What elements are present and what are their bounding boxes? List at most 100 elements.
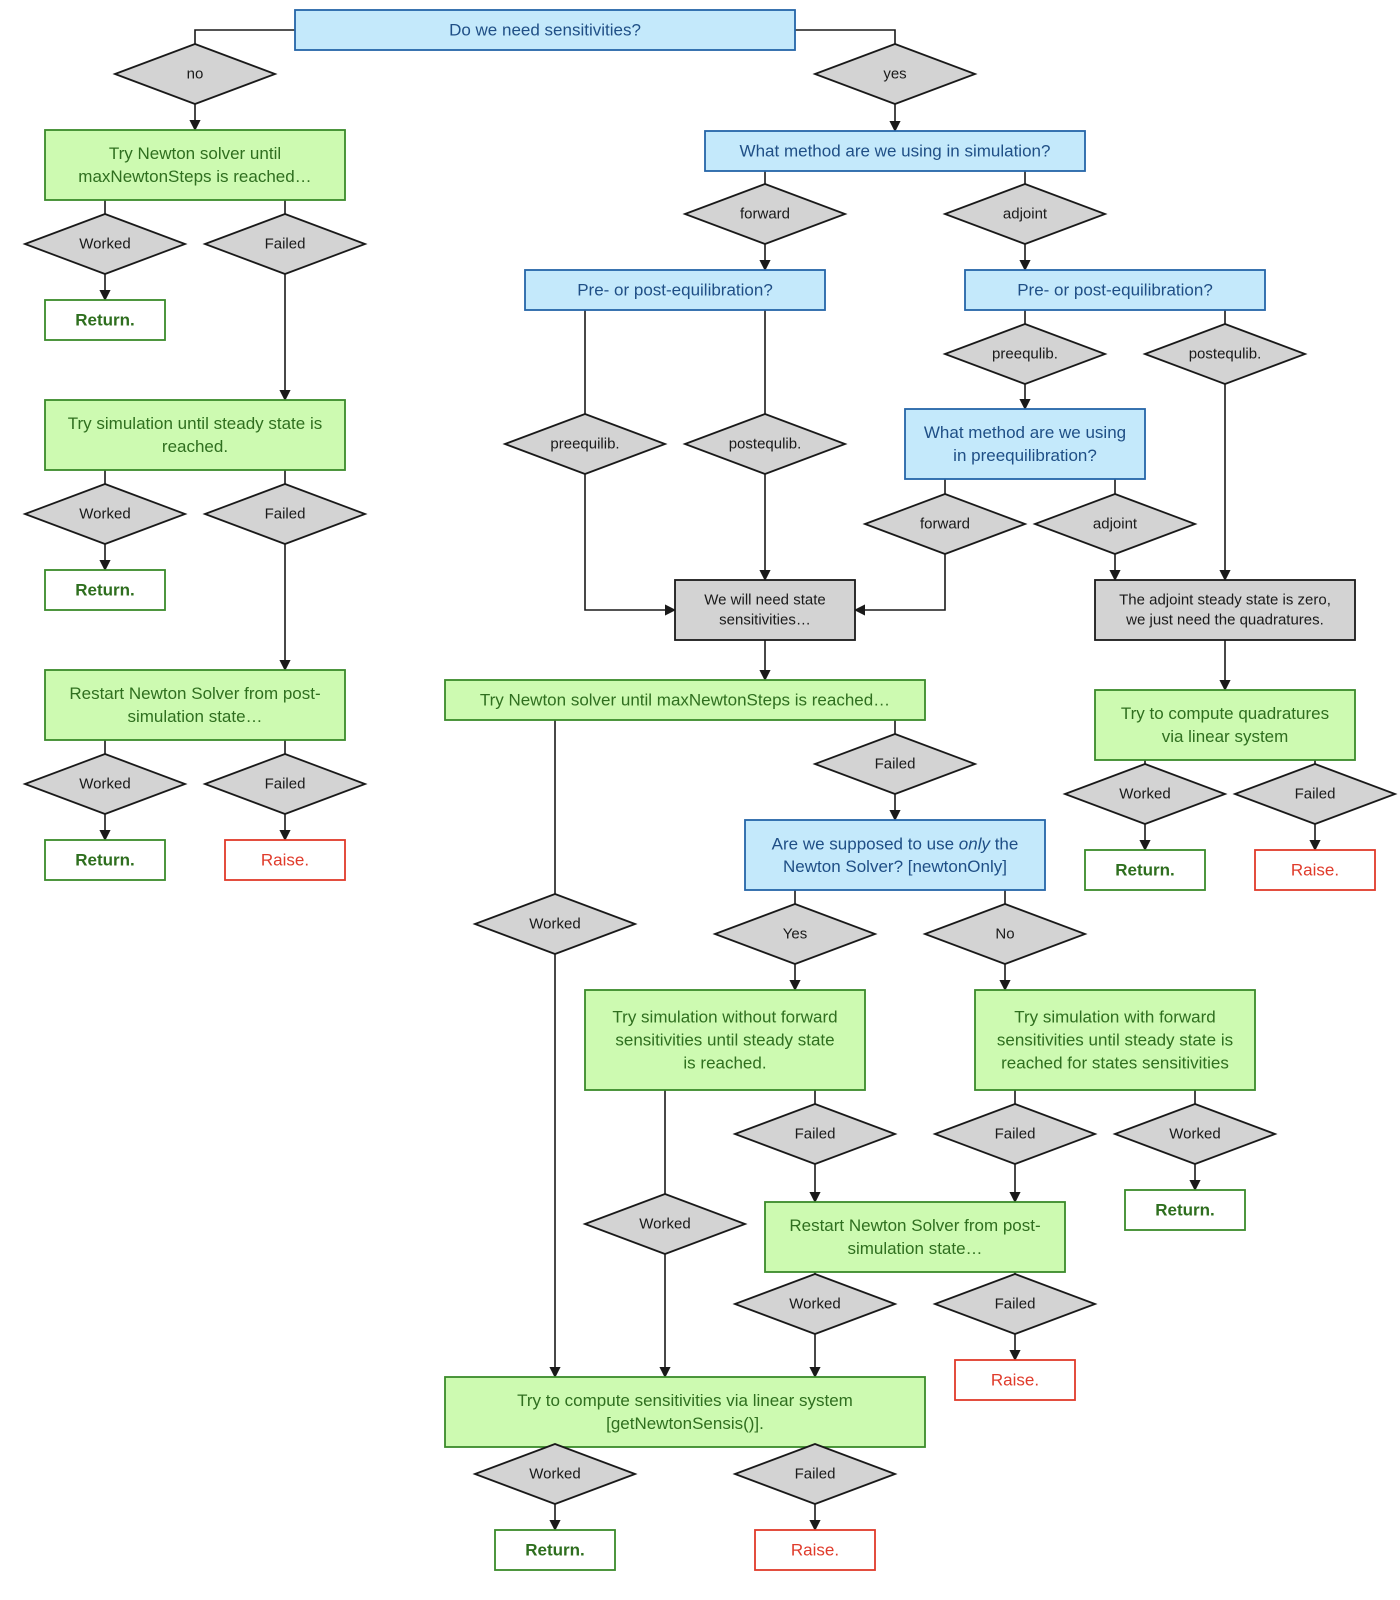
action-box bbox=[44, 669, 346, 741]
decision-diamond bbox=[112, 43, 278, 105]
node-label: adjoint bbox=[1093, 516, 1138, 533]
question-box bbox=[524, 269, 826, 311]
decision-diamond bbox=[812, 43, 978, 105]
edge-pmfwd-to-state bbox=[853, 554, 946, 616]
node-label: Pre- or post-equilibration? bbox=[1017, 281, 1213, 300]
node-c-sim-fwd: Try simulation with forward sensitivities… bbox=[974, 989, 1256, 1091]
node-q-pre-method: What method are we using in preequilibrat… bbox=[904, 408, 1146, 480]
node-d-no2: No bbox=[922, 903, 1088, 965]
node-c-ret-fwd: Return. bbox=[1124, 1189, 1246, 1231]
node-label: What method are we using bbox=[924, 423, 1126, 442]
node-label: via linear system bbox=[1162, 727, 1289, 746]
question-box bbox=[294, 9, 796, 51]
raise-box bbox=[1254, 849, 1376, 891]
node-l-d1f: Failed bbox=[202, 213, 368, 275]
node-label: Try simulation with forward bbox=[1014, 1008, 1216, 1027]
node-label: adjoint bbox=[1003, 206, 1048, 223]
decision-diamond bbox=[472, 893, 638, 955]
node-label: Try simulation without forward bbox=[612, 1008, 837, 1027]
node-label: Do we need sensitivities? bbox=[449, 21, 641, 40]
node-d-pm-fwd: forward bbox=[862, 493, 1028, 555]
node-c-newton: Try Newton solver until maxNewtonSteps i… bbox=[444, 679, 926, 721]
node-c-d-rs-worked: Worked bbox=[732, 1273, 898, 1335]
node-label: in preequilibration? bbox=[953, 446, 1097, 465]
node-label: Raise. bbox=[1291, 861, 1339, 880]
node-label: sensitivities… bbox=[719, 612, 811, 629]
node-q-sens: Do we need sensitivities? bbox=[294, 9, 796, 51]
node-r-raise: Raise. bbox=[1254, 849, 1376, 891]
node-d-a-post: postequlib. bbox=[1142, 323, 1308, 385]
node-c-d-worked: Worked bbox=[472, 893, 638, 955]
node-label: Worked bbox=[639, 1216, 690, 1233]
node-label: Restart Newton Solver from post- bbox=[789, 1216, 1040, 1235]
note-box bbox=[1094, 579, 1356, 641]
node-c-d-ls-failed: Failed bbox=[732, 1443, 898, 1505]
decision-diamond bbox=[1112, 1103, 1278, 1165]
node-label: Try simulation until steady state is bbox=[68, 414, 322, 433]
node-label: Worked bbox=[1169, 1126, 1220, 1143]
decision-diamond bbox=[922, 903, 1088, 965]
node-label: Failed bbox=[795, 1126, 836, 1143]
node-q-prepost-f: Pre- or post-equilibration? bbox=[524, 269, 826, 311]
node-d-yes: yes bbox=[812, 43, 978, 105]
node-label: yes bbox=[883, 66, 906, 83]
node-label: Worked bbox=[79, 776, 130, 793]
decision-diamond bbox=[22, 483, 188, 545]
node-label: Restart Newton Solver from post- bbox=[69, 684, 320, 703]
node-c-d-failed: Failed bbox=[812, 733, 978, 795]
node-label: The adjoint steady state is zero, bbox=[1119, 591, 1331, 608]
decision-diamond bbox=[732, 1443, 898, 1505]
node-d-yes2: Yes bbox=[712, 903, 878, 965]
node-d-no: no bbox=[112, 43, 278, 105]
node-label: is reached. bbox=[683, 1053, 766, 1072]
node-c-raise-rs: Raise. bbox=[954, 1359, 1076, 1401]
node-label: Return. bbox=[75, 581, 135, 600]
node-label: Raise. bbox=[991, 1371, 1039, 1390]
node-label: Pre- or post-equilibration? bbox=[577, 281, 773, 300]
node-label: sensitivities until steady state is bbox=[997, 1031, 1233, 1050]
node-label: Raise. bbox=[791, 1541, 839, 1560]
node-l-ret1: Return. bbox=[44, 299, 166, 341]
node-label: simulation state… bbox=[127, 707, 262, 726]
node-label: Worked bbox=[79, 236, 130, 253]
node-c-d-rs-failed: Failed bbox=[932, 1273, 1098, 1335]
node-label: Failed bbox=[265, 776, 306, 793]
node-c-d-fwd-failed: Failed bbox=[932, 1103, 1098, 1165]
node-label: preequilib. bbox=[550, 436, 619, 453]
node-r-ret: Return. bbox=[1084, 849, 1206, 891]
node-label: Return. bbox=[525, 1541, 585, 1560]
raise-box bbox=[954, 1359, 1076, 1401]
decision-diamond bbox=[582, 1193, 748, 1255]
decision-diamond bbox=[202, 213, 368, 275]
node-label: Failed bbox=[995, 1126, 1036, 1143]
node-l-raise3: Raise. bbox=[224, 839, 346, 881]
edge-fpre-to-state bbox=[584, 474, 677, 616]
edge-q-to-yes bbox=[795, 29, 896, 44]
action-box bbox=[974, 989, 1256, 1091]
node-c-ret-ls: Return. bbox=[494, 1529, 616, 1571]
action-box bbox=[444, 679, 926, 721]
decision-diamond bbox=[732, 1103, 898, 1165]
node-l-ret3: Return. bbox=[44, 839, 166, 881]
node-l-d3f: Failed bbox=[202, 753, 368, 815]
return-box bbox=[44, 569, 166, 611]
return-box bbox=[44, 299, 166, 341]
node-label: Try to compute sensitivities via linear … bbox=[517, 1391, 853, 1410]
node-label: Return. bbox=[75, 311, 135, 330]
node-label: Failed bbox=[265, 506, 306, 523]
node-label: postequlib. bbox=[1189, 346, 1262, 363]
edge-q-to-no bbox=[194, 29, 295, 44]
node-label: forward bbox=[740, 206, 790, 223]
node-label: Worked bbox=[529, 916, 580, 933]
node-c-d-nofwd-worked: Worked bbox=[582, 1193, 748, 1255]
node-n-adj-zero: The adjoint steady state is zero, we just… bbox=[1094, 579, 1356, 641]
node-q-method: What method are we using in simulation? bbox=[704, 130, 1086, 172]
question-box bbox=[704, 130, 1086, 172]
raise-box bbox=[224, 839, 346, 881]
node-label: we just need the quadratures. bbox=[1125, 612, 1324, 629]
node-label: Worked bbox=[529, 1466, 580, 1483]
return-box bbox=[494, 1529, 616, 1571]
